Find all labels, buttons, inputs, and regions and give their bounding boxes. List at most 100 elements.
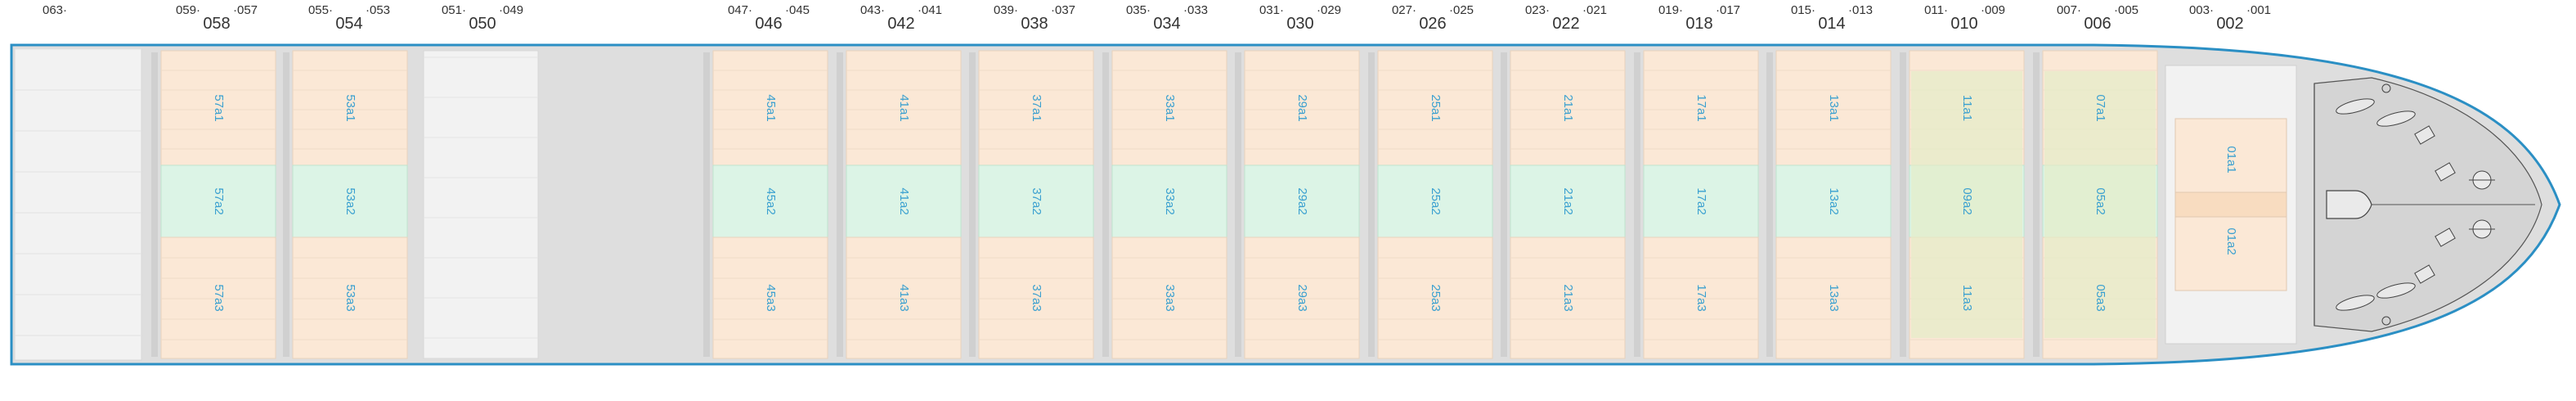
bay-number: 026 (1419, 15, 1447, 33)
bay-sub-left: 007· (2056, 3, 2081, 17)
hatch-coaming (1102, 52, 1109, 357)
bay-sub-left: 019· (1658, 3, 1683, 17)
bay-number: 002 (2216, 15, 2244, 33)
hatch-cover-mid (1111, 164, 1227, 238)
slot-label: 21a1 (1561, 94, 1575, 121)
slot-label: 25a2 (1429, 187, 1443, 214)
slot-label: 17a2 (1694, 187, 1708, 214)
bay-number: 050 (469, 15, 496, 33)
slot-label: 11a3 (1960, 285, 1974, 311)
hatch-cover-mid (1775, 164, 1892, 238)
hatch-cover-mid (846, 164, 962, 238)
bay-sub-right: ·021 (1582, 3, 1608, 17)
slot-label: 01a1 (2224, 146, 2238, 173)
bay-number: 022 (1552, 15, 1580, 33)
slot-label: 11a1 (1960, 95, 1974, 121)
bay-sub-right: ·005 (2114, 3, 2139, 17)
slot-label: 37a1 (1030, 94, 1043, 121)
bitt (2414, 125, 2435, 145)
slot-label: 29a1 (1295, 94, 1309, 121)
bay-sub-left: 027· (1391, 3, 1416, 17)
slot-label: 41a3 (897, 284, 911, 311)
bay-sub-right: ·053 (366, 3, 391, 17)
bay-sub-left: 063· (43, 3, 68, 17)
hatch-overlay (2044, 71, 2156, 338)
bay-sub-right: ·013 (1848, 3, 1874, 17)
bitt (2435, 162, 2456, 182)
hatch-coaming (969, 52, 976, 357)
hatch-cover-top (1111, 50, 1227, 166)
bitt (2414, 264, 2435, 284)
bay-number: 018 (1685, 15, 1713, 33)
slot-label: 13a3 (1827, 284, 1841, 311)
slot-label: 45a1 (764, 94, 778, 121)
hatch-cover-mid (1510, 164, 1626, 238)
mooring-winch (2376, 110, 2416, 127)
slot-label: 01a2 (2224, 228, 2238, 255)
slot-label: 41a1 (897, 94, 911, 121)
slot-label: 05a2 (2094, 187, 2107, 214)
bay-sub-right: ·057 (233, 3, 258, 17)
hatch-coaming (2033, 52, 2040, 357)
slot-label: 53a3 (343, 284, 357, 311)
bay-sub-left: 011· (1924, 3, 1948, 17)
empty-bay-050 (423, 50, 539, 359)
bay-sub-left: 055· (307, 3, 333, 17)
slot-label: 33a3 (1163, 284, 1177, 311)
slot-label: 13a1 (1827, 94, 1841, 121)
slot-label: 45a2 (764, 187, 778, 214)
bay-sub-left: 003· (2188, 3, 2214, 17)
hold-2: 45a1 45a2 45a3 (703, 50, 828, 359)
bay-number: 034 (1153, 15, 1181, 33)
hatch-cover-top (846, 50, 962, 166)
stern-area (14, 48, 142, 361)
bay-sub-left: 051· (441, 3, 466, 17)
slot-label: 57a3 (212, 284, 226, 311)
hatch-coaming (837, 52, 843, 357)
slot-label: 07a1 (2094, 94, 2107, 121)
bay-number: 030 (1286, 15, 1314, 33)
fairlead (2381, 83, 2391, 93)
hatch-coaming (1900, 52, 1906, 357)
hatch-coaming (283, 52, 289, 357)
bay-sub-left: 031· (1259, 3, 1284, 17)
bay-sub-right: ·033 (1183, 3, 1209, 17)
slot-label: 37a2 (1030, 187, 1043, 214)
hatch-cover-top (978, 50, 1094, 166)
bay-sub-right: ·029 (1317, 3, 1342, 17)
slot-label: 17a3 (1694, 284, 1708, 311)
slot-label: 25a1 (1429, 94, 1443, 121)
hatch-cover-mid (2174, 191, 2287, 218)
bay-number: 046 (755, 15, 783, 33)
slot-label: 45a3 (764, 284, 778, 311)
bay-sub-right: ·049 (499, 3, 524, 17)
bay-sub-left: 015· (1790, 3, 1815, 17)
hatch-coaming (1235, 52, 1241, 357)
mooring-winch (2336, 98, 2375, 115)
hatch-cover-mid (1377, 164, 1493, 238)
forecastle (2313, 77, 2542, 332)
hatch-cover-top (1775, 50, 1892, 166)
bay-sub-left: 059· (175, 3, 200, 17)
hatch-cover-mid (712, 164, 828, 238)
slot-label: 21a2 (1561, 187, 1575, 214)
hatch-coaming (703, 52, 710, 357)
fairlead (2381, 316, 2391, 326)
slot-label: 17a1 (1694, 94, 1708, 121)
bay-sub-right: ·041 (918, 3, 943, 17)
bay-sub-left: 043· (859, 3, 885, 17)
slot-label: 33a1 (1163, 94, 1177, 121)
hatch-cover-mid (292, 164, 408, 238)
bay-sub-right: ·037 (1051, 3, 1076, 17)
slot-label: 29a2 (1295, 187, 1309, 214)
bay-sub-right: ·001 (2246, 3, 2272, 17)
bay-sub-right: ·017 (1716, 3, 1741, 17)
hatch-overlay (1911, 71, 2022, 338)
